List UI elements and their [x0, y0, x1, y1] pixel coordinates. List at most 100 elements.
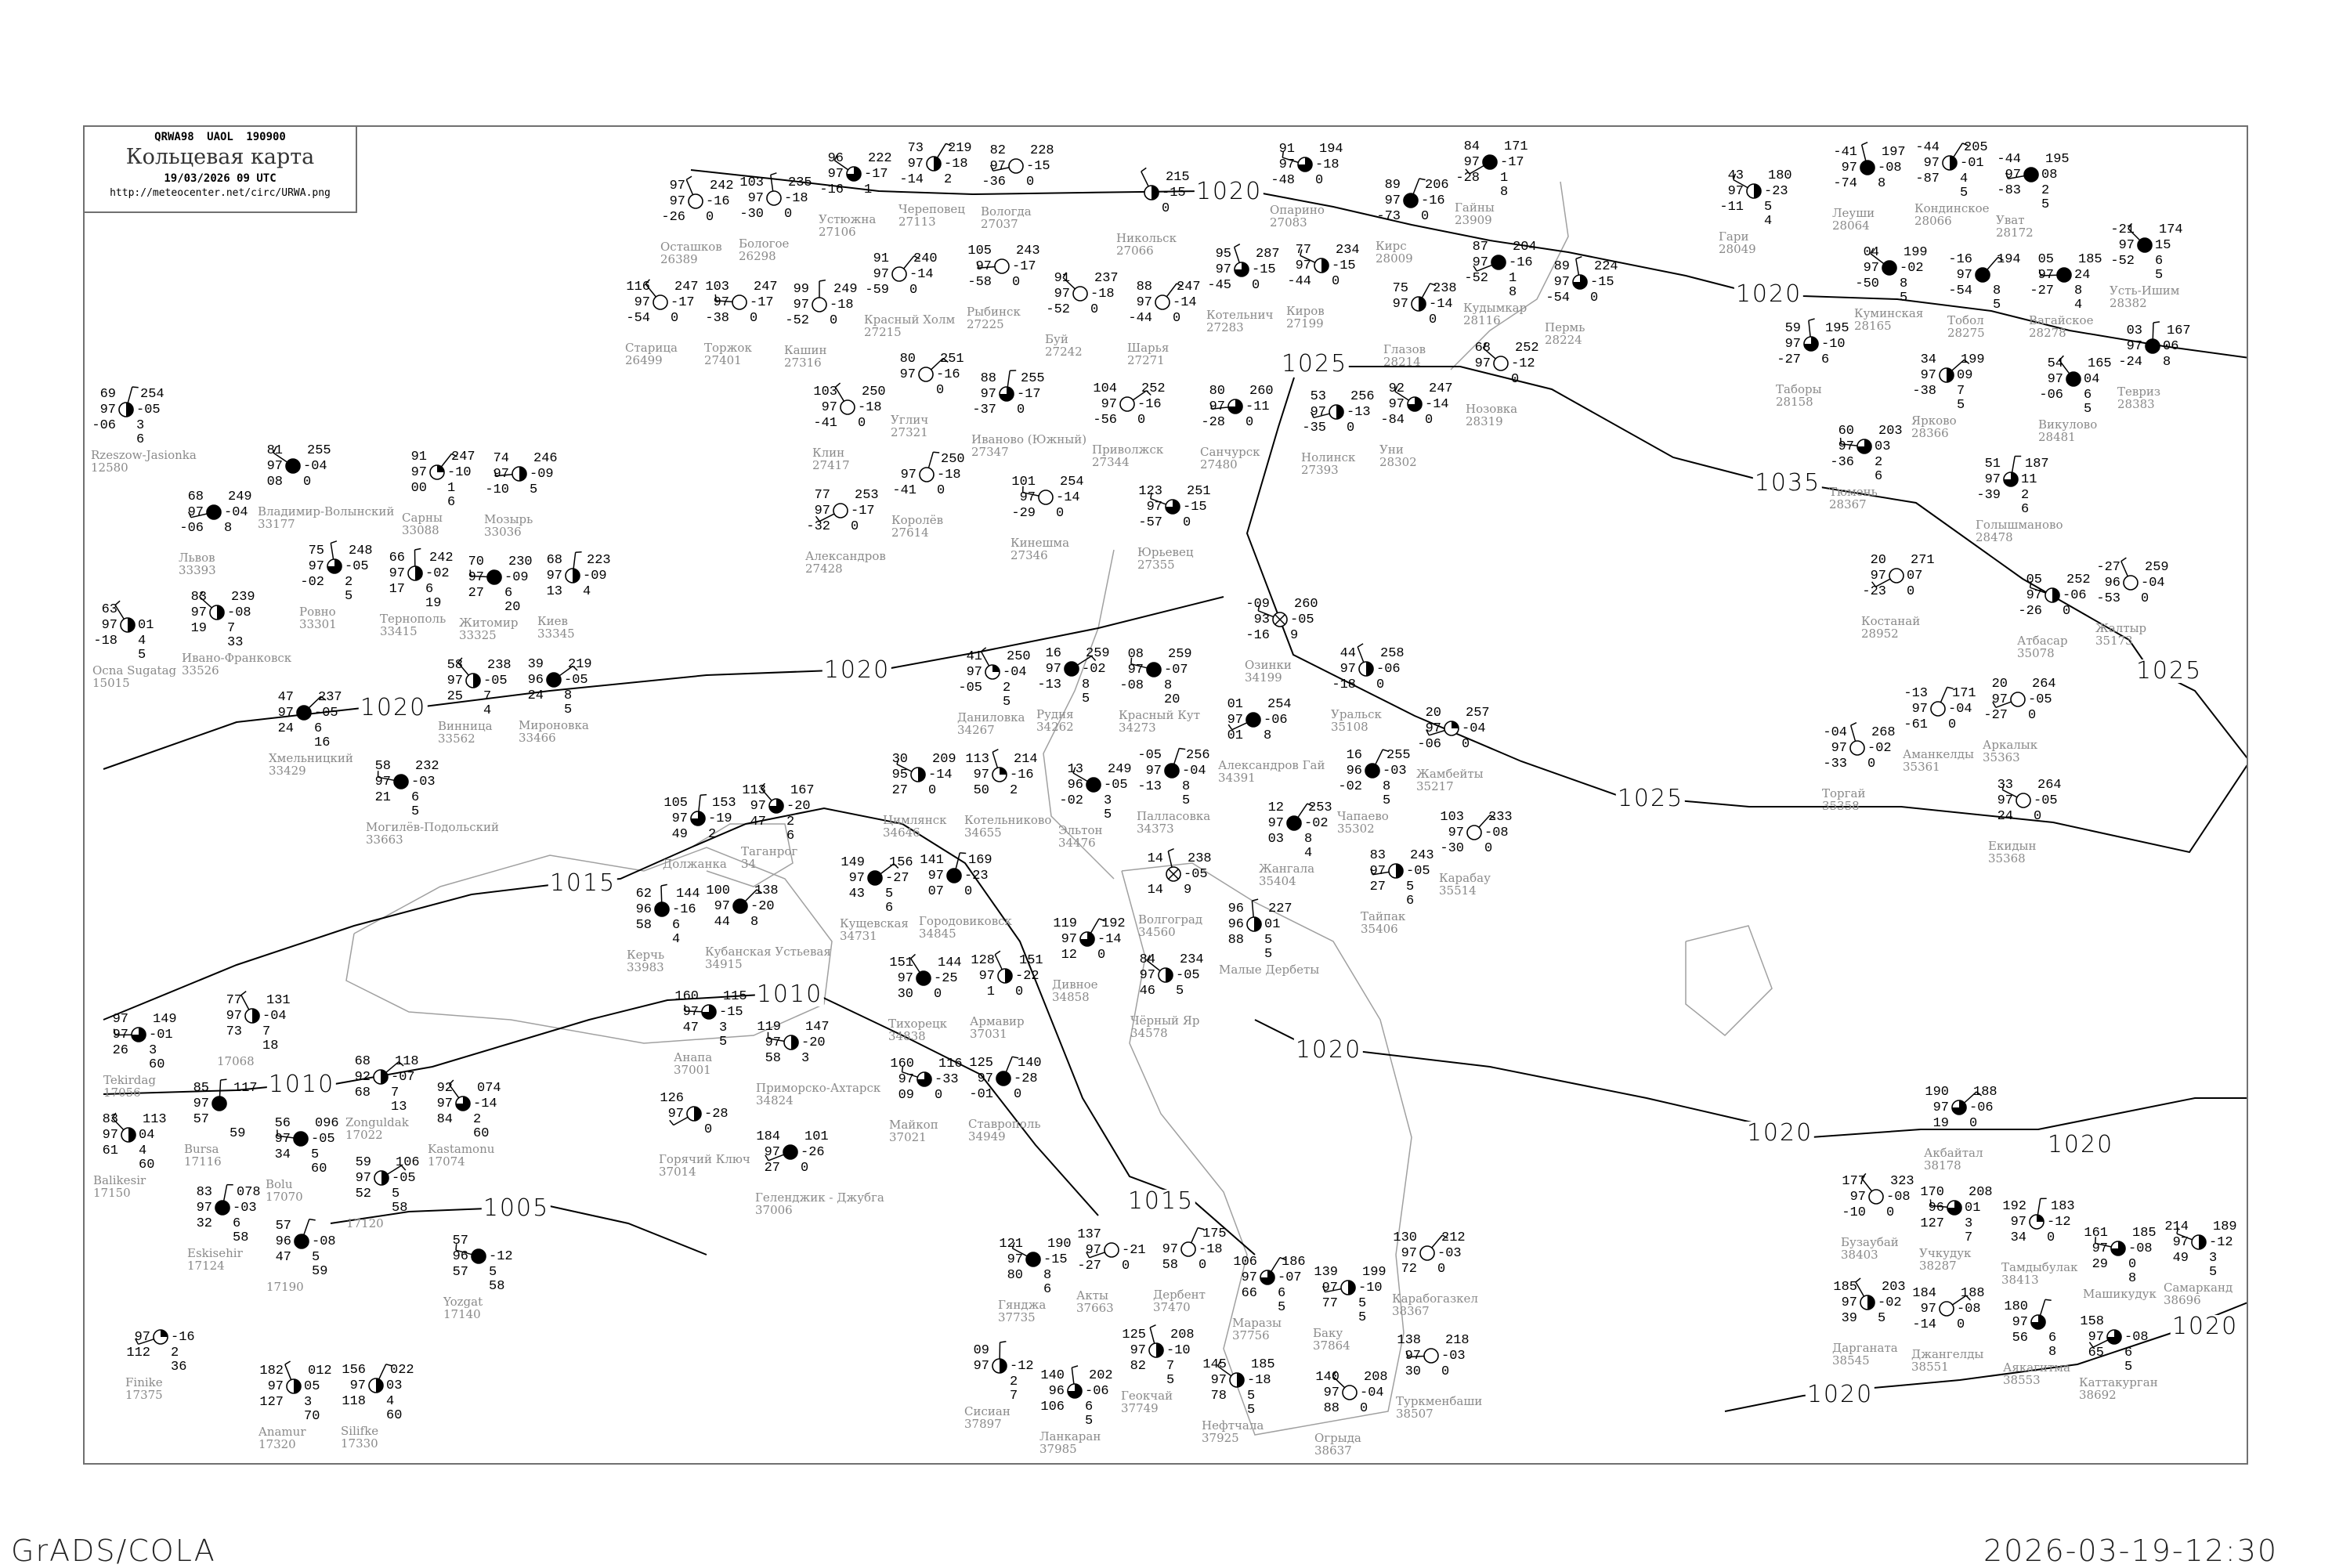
tendency-value: 5 [1406, 880, 1414, 894]
tendency-value: 5 [1358, 1297, 1366, 1310]
pressure-value: 259 [2145, 561, 2169, 574]
precip-value: 8 [1509, 286, 1517, 299]
station-id: 37864 [1313, 1339, 1350, 1352]
cloud-height-value: 182 [259, 1364, 284, 1378]
cloud-cover-icon [1159, 968, 1173, 982]
cloud-cover-icon [2146, 339, 2160, 353]
visibility-value: 97 [1020, 491, 1036, 504]
station-id: 38367 [1392, 1305, 1478, 1317]
tendency-value: 7 [227, 622, 235, 635]
tendency-value: 5 [1264, 934, 1272, 947]
pressure-value: 254 [1060, 475, 1084, 489]
cloud-cover-icon [2066, 372, 2081, 386]
station-name: Таганрог [741, 845, 797, 858]
pressure-value: 232 [415, 760, 439, 773]
cloud-height-value: 141 [920, 854, 944, 867]
station-id: 28367 [1829, 498, 1878, 511]
cloud-cover-icon [1181, 1242, 1195, 1256]
dewpoint-value: 127 [259, 1396, 284, 1409]
visibility-value: 97 [1324, 1386, 1340, 1400]
pressure-value: 106 [396, 1156, 420, 1169]
tendency-value: 0 [704, 1123, 712, 1136]
cloud-height-value: 63 [102, 603, 118, 616]
visibility-value: 97 [309, 560, 324, 573]
tendency-value: 0 [1252, 279, 1260, 292]
station-name: Котельниково [964, 814, 1051, 826]
tendency-value: 6 [411, 791, 419, 804]
dewpoint-value: -02 [1338, 780, 1362, 793]
cloud-height-value: 70 [468, 555, 484, 569]
cloud-height-value: -27 [2096, 561, 2120, 574]
station-id: 28116 [1463, 314, 1527, 327]
pressure-value: 234 [1180, 953, 1204, 966]
station-id: 27417 [812, 459, 850, 471]
tendency-value: 0 [2028, 709, 2036, 722]
cloud-height-value: 89 [1554, 260, 1570, 273]
temperature-value: -05 [2028, 693, 2052, 706]
dewpoint-value: 19 [191, 622, 207, 635]
pressure-value: 248 [349, 544, 373, 558]
dewpoint-value: 52 [356, 1187, 371, 1201]
station-name: Карабогазкел [1392, 1292, 1478, 1305]
cloud-cover-icon [487, 570, 501, 584]
cloud-height-value: 20 [1871, 554, 1886, 567]
pressure-value: 260 [1294, 598, 1318, 611]
pressure-value: 192 [1101, 917, 1126, 930]
station-id: 28172 [1996, 226, 2034, 239]
cloud-cover-icon [547, 673, 561, 687]
visibility-value: 97 [2173, 1236, 2189, 1249]
station-name: Аманкелды [1903, 748, 1974, 761]
cloud-height-value: 84 [1140, 953, 1155, 966]
temperature-value: -08 [1957, 1302, 1981, 1316]
dewpoint-value: 77 [1322, 1297, 1338, 1310]
tendency-value: 6 [1821, 353, 1829, 367]
tendency-value: 1 [864, 183, 872, 197]
temperature-value: -14 [1429, 298, 1453, 311]
cloud-height-value: 99 [794, 283, 809, 296]
station-id: 33036 [484, 526, 533, 538]
dewpoint-value: 07 [928, 885, 944, 898]
tendency-value: 0 [1198, 1259, 1206, 1272]
temperature-value: -15 [1026, 160, 1050, 173]
cloud-cover-icon [841, 400, 855, 414]
pressure-value: 259 [1086, 647, 1110, 660]
cloud-cover-icon [121, 1128, 136, 1142]
pressure-value: 255 [307, 444, 331, 457]
dewpoint-value: -02 [300, 576, 324, 589]
cloud-height-value: 170 [1920, 1186, 1944, 1199]
station-name: Тайпак [1361, 910, 1405, 923]
cloud-height-value: 20 [1992, 677, 2008, 691]
tendency-value: 0 [750, 312, 757, 325]
visibility-value: 97 [547, 569, 562, 583]
precip-value: 60 [149, 1058, 164, 1071]
dewpoint-value: -74 [1833, 177, 1857, 190]
cloud-height-value: 161 [2084, 1227, 2108, 1240]
visibility-value: 97 [2127, 340, 2142, 353]
dewpoint-value: 43 [849, 887, 865, 901]
station-name: Устюжна [819, 213, 876, 226]
station-id: 34949 [968, 1130, 1041, 1143]
cloud-height-value: 97 [113, 1013, 128, 1026]
pressure-value: 208 [1364, 1371, 1388, 1384]
visibility-value: 97 [1370, 865, 1386, 878]
temperature-value: -14 [1056, 491, 1080, 504]
cloud-height-value: -05 [1137, 749, 1162, 762]
pressure-value: 209 [932, 753, 956, 766]
dewpoint-value: -73 [1376, 210, 1401, 223]
pressure-value: 189 [2213, 1220, 2237, 1234]
temperature-value: -16 [171, 1331, 195, 1344]
cloud-cover-icon [892, 267, 906, 281]
station-id: 27106 [819, 226, 876, 238]
temperature-value: -08 [227, 606, 251, 620]
tendency-value: 9 [1184, 883, 1191, 897]
